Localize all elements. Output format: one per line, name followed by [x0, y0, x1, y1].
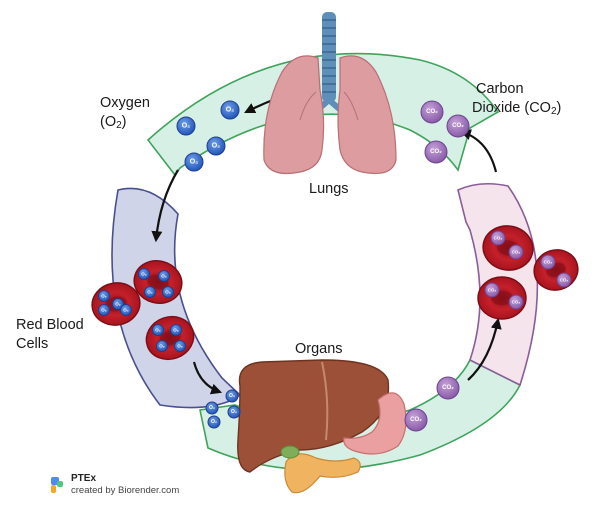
biorender-logo-icon — [51, 477, 63, 493]
svg-text:O₂: O₂ — [101, 308, 107, 313]
svg-text:O₂: O₂ — [209, 405, 215, 411]
svg-text:O₂: O₂ — [229, 393, 235, 399]
carbon-dioxide-molecule: CO₂ — [446, 114, 470, 138]
svg-text:O₂: O₂ — [159, 344, 165, 349]
oxygen-molecule: O₂ — [207, 415, 221, 429]
bound-oxygen-molecule: O₂ — [98, 304, 110, 316]
biorender-credit: PTEx created by Biorender.com — [50, 473, 179, 497]
svg-text:O₂: O₂ — [155, 328, 161, 333]
carbon-dioxide-molecule: CO₂ — [404, 408, 428, 432]
svg-text:CO₂: CO₂ — [430, 149, 442, 155]
svg-text:O₂: O₂ — [101, 294, 107, 299]
credit-created-by: created by Biorender.com — [71, 485, 180, 496]
oxygen-molecule: O₂ — [220, 100, 240, 120]
svg-text:CO₂: CO₂ — [488, 288, 497, 293]
svg-text:O₂: O₂ — [231, 409, 237, 415]
bound-carbon-dioxide-molecule: CO₂ — [508, 294, 524, 310]
credit-brand: PTEx — [71, 473, 97, 484]
svg-text:CO₂: CO₂ — [512, 250, 521, 255]
svg-text:O₂: O₂ — [190, 159, 199, 166]
svg-text:O₂: O₂ — [115, 302, 121, 307]
arrow-blood-to-organs — [192, 361, 223, 395]
svg-text:CO₂: CO₂ — [544, 260, 553, 265]
carbon-dioxide-molecules: CO₂ CO₂ CO₂ CO₂ CO₂ — [404, 100, 470, 432]
svg-text:CO₂: CO₂ — [442, 385, 454, 391]
stomach — [343, 392, 407, 455]
oxygen-molecules: O₂ O₂ O₂ O₂ O₂ O₂ O₂ O₂ — [176, 100, 241, 429]
svg-text:O₂: O₂ — [165, 290, 171, 295]
carbon-dioxide-molecule: CO₂ — [424, 140, 448, 164]
bound-oxygen-molecule: O₂ — [144, 286, 156, 298]
arrow-oxygen-to-blood — [151, 169, 179, 243]
carbon-dioxide-label: Carbon Dioxide (CO2) — [472, 81, 562, 117]
gallbladder — [280, 445, 300, 459]
oxygen-molecule: O₂ — [176, 116, 196, 136]
svg-text:O₂: O₂ — [123, 308, 129, 313]
oxygen-molecule: O₂ — [184, 152, 204, 172]
svg-text:CO₂: CO₂ — [410, 417, 422, 423]
liver — [237, 359, 390, 473]
svg-text:CO₂: CO₂ — [560, 278, 569, 283]
pancreas — [284, 453, 361, 494]
bound-carbon-dioxide-molecule: CO₂ — [484, 282, 500, 298]
arrow-organs-to-blood — [467, 317, 502, 381]
svg-text:CO₂: CO₂ — [426, 109, 438, 115]
svg-text:O₂: O₂ — [147, 290, 153, 295]
bound-oxygen-molecule: O₂ — [98, 290, 110, 302]
bound-oxygen-molecule: O₂ — [152, 324, 164, 336]
svg-text:CO₂: CO₂ — [494, 236, 503, 241]
carbon-dioxide-molecule: CO₂ — [420, 100, 444, 124]
bound-carbon-dioxide-molecule: CO₂ — [556, 272, 572, 288]
bound-oxygen-molecule: O₂ — [120, 304, 132, 316]
bound-carbon-dioxide-molecule: CO₂ — [508, 244, 524, 260]
lungs-label: Lungs — [309, 181, 349, 197]
bound-oxygen-molecule: O₂ — [156, 340, 168, 352]
lungs-illustration — [263, 12, 397, 175]
svg-text:CO₂: CO₂ — [452, 123, 464, 129]
bound-oxygen-molecule: O₂ — [170, 324, 182, 336]
bound-oxygen-molecule: O₂ — [158, 270, 170, 282]
right-lung — [337, 55, 397, 175]
bound-oxygen-molecule: O₂ — [112, 298, 124, 310]
bound-carbon-dioxide-molecule: CO₂ — [540, 254, 556, 270]
svg-text:O₂: O₂ — [212, 143, 221, 150]
organs-label: Organs — [295, 341, 343, 357]
carbon-dioxide-molecule: CO₂ — [436, 376, 460, 400]
oxygen-molecule: O₂ — [225, 389, 239, 403]
oxygen-molecule: O₂ — [205, 401, 219, 415]
bound-oxygen-molecule: O₂ — [174, 340, 186, 352]
svg-text:CO₂: CO₂ — [512, 300, 521, 305]
svg-text:O₂: O₂ — [211, 419, 217, 425]
oxygen-molecule: O₂ — [206, 136, 226, 156]
bound-oxygen-molecule: O₂ — [138, 268, 150, 280]
bound-oxygen-molecule: O₂ — [162, 286, 174, 298]
svg-text:O₂: O₂ — [177, 344, 183, 349]
oxygen-molecule: O₂ — [227, 405, 241, 419]
svg-text:O₂: O₂ — [161, 274, 167, 279]
red-blood-cells-label: Red Blood Cells — [16, 317, 84, 352]
left-lung — [263, 55, 325, 175]
svg-text:O₂: O₂ — [182, 123, 191, 130]
oxygen-label: Oxygen (O2) — [100, 95, 150, 131]
organs-illustration — [237, 359, 407, 494]
svg-text:O₂: O₂ — [226, 107, 235, 114]
svg-text:O₂: O₂ — [173, 328, 179, 333]
svg-text:O₂: O₂ — [141, 272, 147, 277]
bound-carbon-dioxide-molecule: CO₂ — [490, 230, 506, 246]
